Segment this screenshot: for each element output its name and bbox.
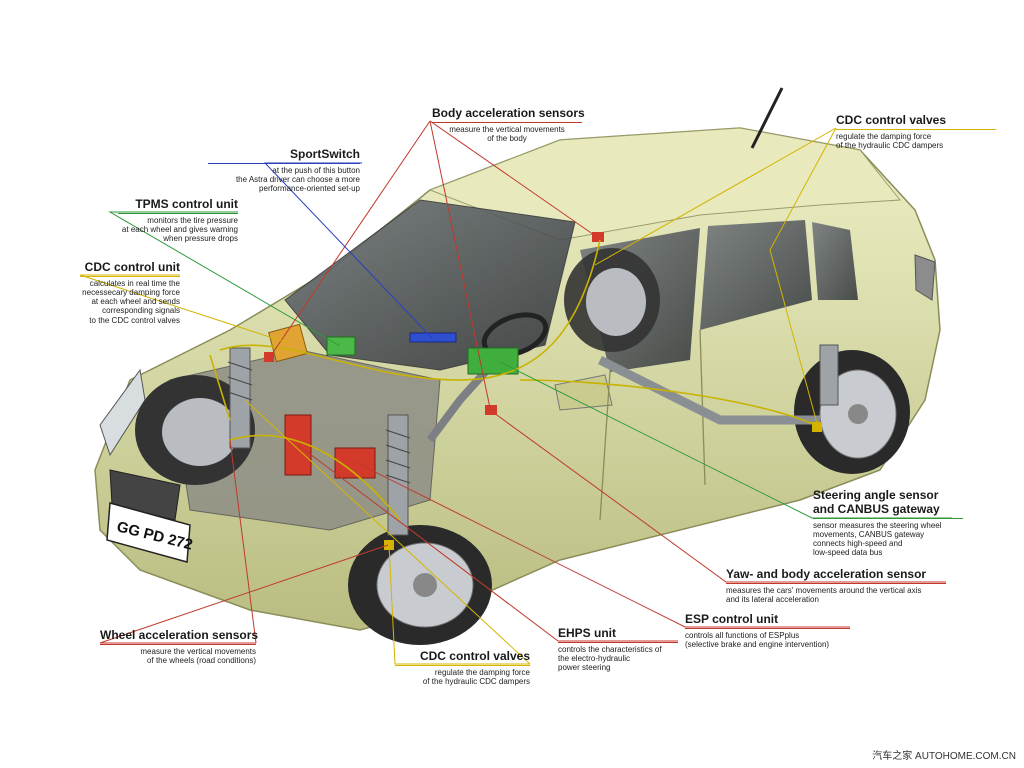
label-desc: regulate the damping force of the hydrau… [422, 667, 530, 686]
label-desc: controls all functions of ESPplus (selec… [685, 630, 830, 649]
leader-line-ehps [297, 444, 678, 642]
leader-line-wheel-accel [99, 544, 389, 644]
antenna [750, 87, 784, 149]
label-title: EHPS unit [558, 626, 617, 640]
leader-line-yaw [489, 409, 946, 583]
label-desc: measure the vertical movements of the wh… [140, 646, 256, 665]
leader-line-body-accel [269, 120, 431, 358]
label-cdc-unit: CDC control unit calculates in real time… [80, 260, 180, 325]
label-title: TPMS control unit [135, 197, 238, 211]
label-title: Body acceleration sensors [432, 106, 585, 120]
label-tpms: TPMS control unit monitors the tire pres… [118, 197, 238, 244]
leader-line-cdc-valves-top [594, 127, 837, 266]
label-title: Steering angle sensor and CANBUS gateway [813, 488, 940, 516]
rear-right-wheel [564, 248, 660, 352]
tail-light [914, 254, 936, 301]
label-underline [726, 582, 946, 584]
label-underline [685, 627, 850, 629]
label-desc: calculates in real time the necessecary … [82, 278, 180, 325]
label-title: SportSwitch [289, 147, 360, 161]
label-esp: ESP control unit controls all functions … [685, 612, 850, 649]
label-underline [395, 664, 530, 666]
label-desc: regulate the damping force of the hydrau… [836, 131, 944, 150]
label-title: CDC control valves [419, 649, 530, 663]
label-cdc-valves-bottom: CDC control valves regulate the damping … [395, 649, 530, 686]
leader-line-cdc-unit [79, 274, 289, 344]
front-strut-left [385, 414, 411, 536]
leader-line-cdc-valves-top [769, 127, 837, 428]
leader-line-cdc-valves-bottom [388, 544, 530, 665]
label-title: Wheel acceleration sensors [100, 628, 259, 642]
rear-left-wheel [794, 350, 910, 474]
label-desc: sensor measures the steering wheel movem… [813, 520, 942, 558]
label-desc: at the push of this button the Astra dri… [235, 165, 360, 194]
leader-line-wheel-accel [229, 439, 257, 644]
label-ehps: EHPS unit controls the characteristics o… [558, 626, 678, 673]
label-sportswitch: SportSwitch at the push of this button t… [208, 147, 360, 194]
label-desc: measure the vertical movements of the bo… [449, 124, 565, 143]
label-title: Yaw- and body acceleration sensor [726, 567, 927, 581]
label-desc: measures the cars' movements around the … [726, 585, 922, 604]
label-title: CDC control unit [84, 260, 180, 274]
rear-strut [819, 344, 839, 406]
leader-line-cdc-valves-bottom [244, 399, 531, 665]
label-title: ESP control unit [685, 612, 779, 626]
label-desc: monitors the tire pressure at each wheel… [121, 215, 238, 244]
steering-wheel [481, 312, 549, 358]
rear-axle [597, 355, 820, 425]
front-strut-right [227, 347, 253, 449]
leader-line-esp [354, 461, 850, 628]
body-accel-sensor-front [264, 352, 274, 362]
label-underline [208, 162, 360, 164]
label-steering-angle: Steering angle sensor and CANBUS gateway… [813, 488, 963, 558]
label-underline [118, 212, 238, 214]
label-underline [836, 128, 996, 130]
leader-line-body-accel [429, 120, 598, 238]
label-cdc-valves-top: CDC control valves regulate the damping … [836, 113, 996, 150]
label-underline [80, 275, 180, 277]
sportswitch-module [409, 332, 457, 343]
front-left-wheel [348, 525, 492, 645]
side-window-quarter [812, 222, 858, 300]
wiring-harness [209, 239, 816, 521]
label-body-accel: Body acceleration sensors measure the ve… [432, 106, 585, 143]
tpms-control-unit-module [326, 336, 356, 356]
body-accel-sensor-rear [592, 232, 604, 242]
label-title: CDC control valves [836, 113, 947, 127]
watermark: 汽车之家 AUTOHOME.COM.CN [872, 751, 1016, 762]
leader-line-tpms [108, 211, 341, 347]
label-underline [432, 121, 582, 123]
label-underline [813, 517, 963, 519]
label-wheel-accel: Wheel acceleration sensors measure the v… [100, 628, 259, 665]
steering-angle-sensor-module [467, 347, 519, 375]
yaw-sensor-module [485, 405, 497, 415]
cdc-valve-rear [812, 422, 822, 432]
label-underline [100, 643, 256, 645]
label-desc: controls the characteristics of the elec… [558, 644, 662, 673]
label-yaw: Yaw- and body acceleration sensor measur… [726, 567, 946, 604]
label-underline [558, 641, 678, 643]
leader-line-body-accel [429, 120, 491, 409]
